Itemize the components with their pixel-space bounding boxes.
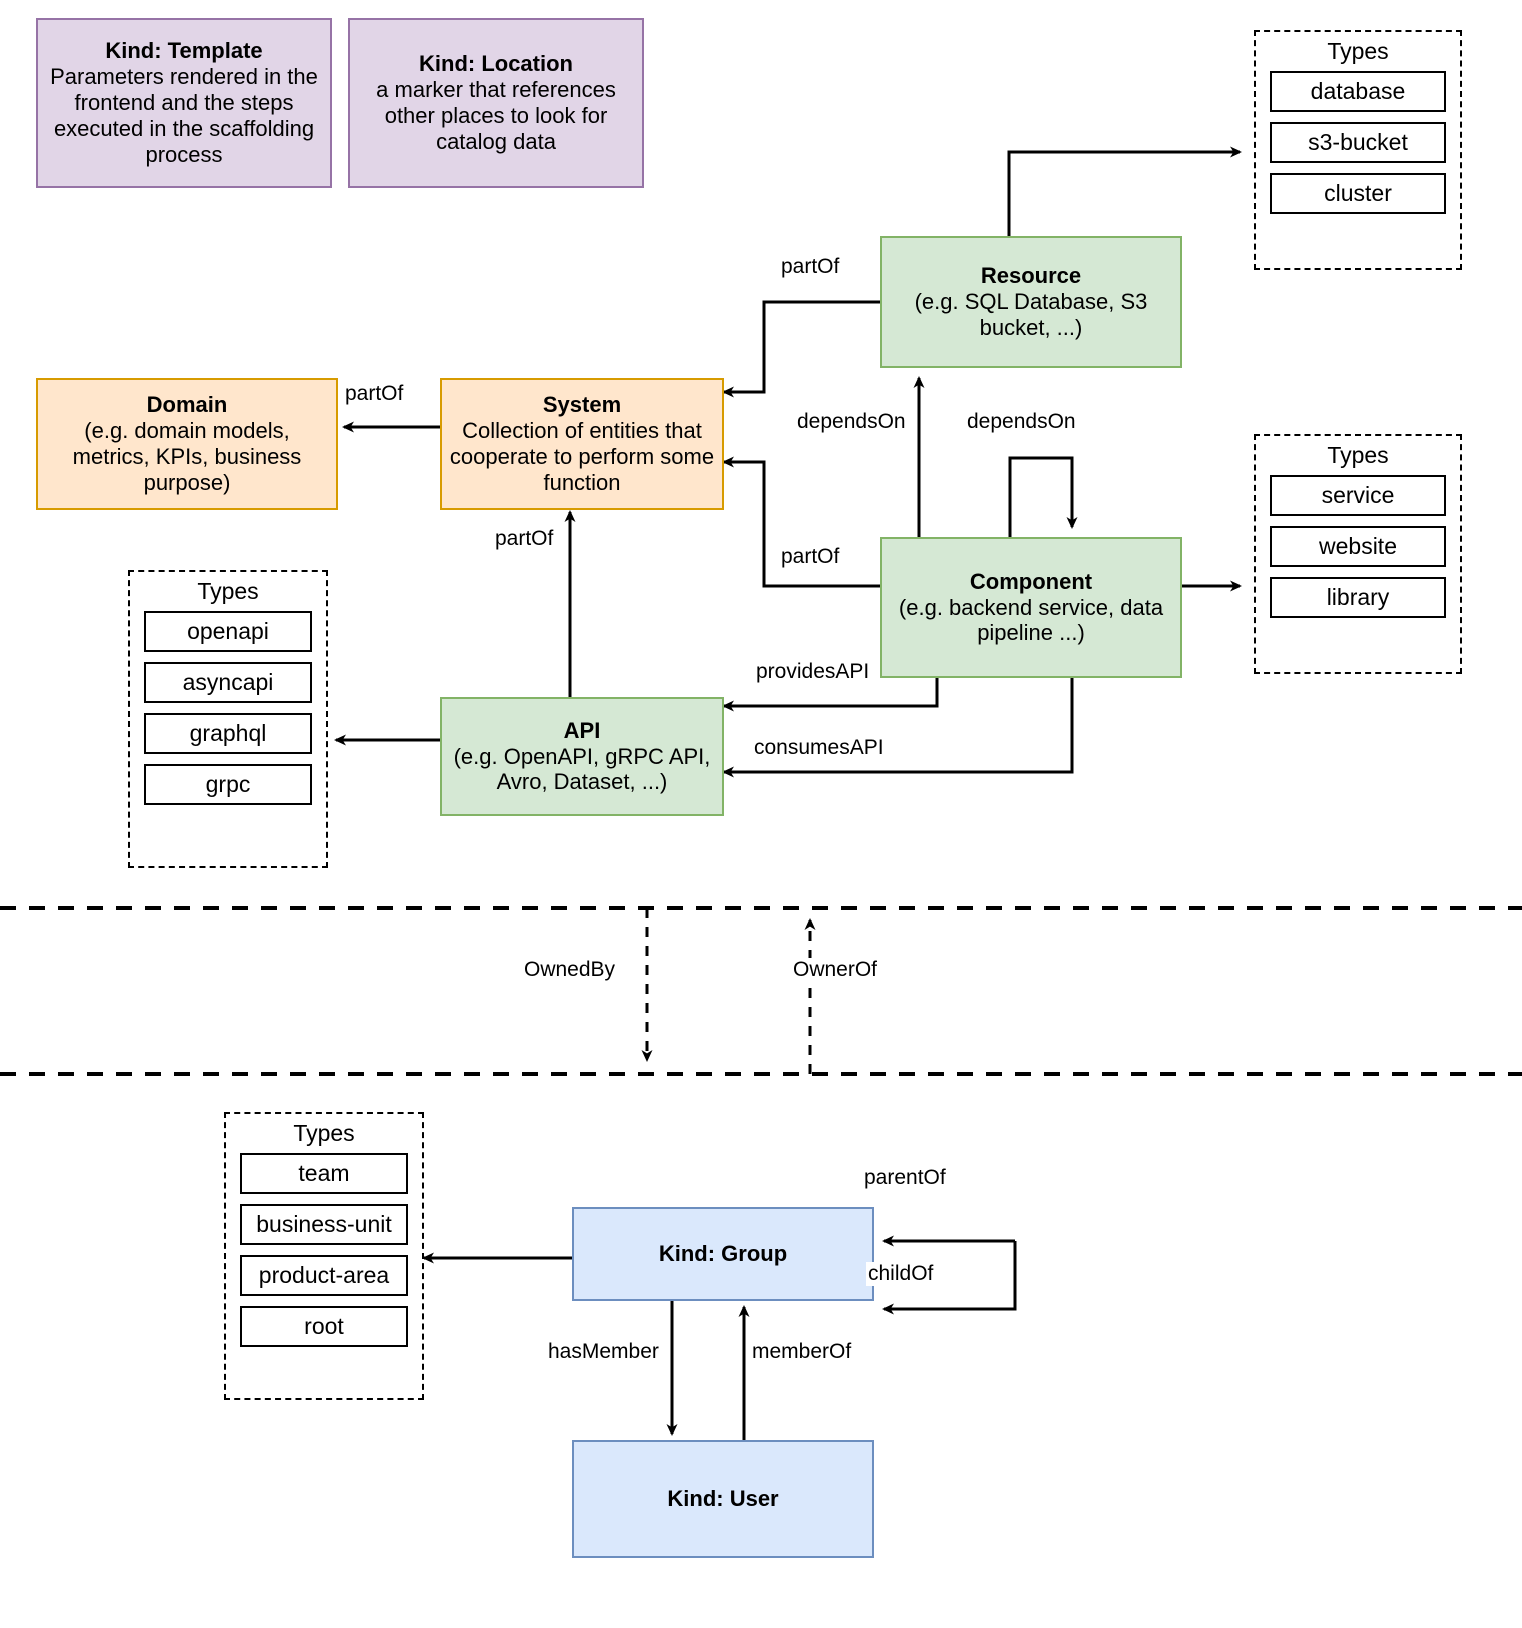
type-chip[interactable]: team	[240, 1153, 408, 1194]
node-title: System	[542, 392, 622, 418]
node-title: Kind: Template	[105, 38, 263, 64]
edge-label-system-partof-domain: partOf	[343, 382, 406, 406]
edge-label-resource-partof-system: partOf	[779, 255, 842, 279]
types-box-component: Types service website library	[1254, 434, 1462, 674]
node-description: Parameters rendered in the frontend and …	[50, 64, 318, 167]
type-chip[interactable]: database	[1270, 71, 1446, 112]
edge-label-group-hasmember: hasMember	[546, 1340, 661, 1364]
node-api[interactable]: API (e.g. OpenAPI, gRPC API, Avro, Datas…	[440, 697, 724, 816]
node-title: Domain	[146, 392, 228, 418]
node-description: Collection of entities that cooperate to…	[449, 418, 715, 495]
type-chip[interactable]: library	[1270, 577, 1446, 618]
edge-label-component-partof-system: partOf	[779, 545, 842, 569]
node-kind-group[interactable]: Kind: Group	[572, 1207, 874, 1301]
node-component[interactable]: Component (e.g. backend service, data pi…	[880, 537, 1182, 678]
edge-label-user-memberof: memberOf	[750, 1340, 854, 1364]
types-box-api: Types openapi asyncapi graphql grpc	[128, 570, 328, 868]
type-chip[interactable]: s3-bucket	[1270, 122, 1446, 163]
type-chip[interactable]: asyncapi	[144, 662, 312, 703]
types-box-items: openapi asyncapi graphql grpc	[130, 611, 326, 813]
node-description: (e.g. domain models, metrics, KPIs, busi…	[72, 418, 302, 495]
edge-label-ownedby: OwnedBy	[522, 958, 618, 982]
type-chip[interactable]: grpc	[144, 764, 312, 805]
node-resource[interactable]: Resource (e.g. SQL Database, S3 bucket, …	[880, 236, 1182, 368]
node-title: Component	[969, 568, 1093, 594]
types-box-items: team business-unit product-area root	[226, 1153, 422, 1355]
edge-label-component-dependson-component: dependsOn	[965, 410, 1078, 434]
node-description: (e.g. SQL Database, S3 bucket, ...)	[914, 289, 1148, 340]
type-chip[interactable]: product-area	[240, 1255, 408, 1296]
edge-label-component-consumesapi: consumesAPI	[752, 736, 886, 760]
node-description: (e.g. backend service, data pipeline ...…	[898, 594, 1164, 646]
node-kind-user[interactable]: Kind: User	[572, 1440, 874, 1558]
node-domain[interactable]: Domain (e.g. domain models, metrics, KPI…	[36, 378, 338, 510]
type-chip[interactable]: website	[1270, 526, 1446, 567]
node-title: Kind: User	[667, 1486, 779, 1512]
type-chip[interactable]: cluster	[1270, 173, 1446, 214]
types-box-title: Types	[1327, 442, 1389, 468]
type-chip[interactable]: root	[240, 1306, 408, 1347]
node-description: (e.g. OpenAPI, gRPC API, Avro, Dataset, …	[453, 743, 711, 795]
edge-label-component-providesapi: providesAPI	[754, 660, 872, 684]
type-chip[interactable]: service	[1270, 475, 1446, 516]
node-kind-location[interactable]: Kind: Location a marker that references …	[348, 18, 644, 188]
types-box-items: service website library	[1256, 475, 1460, 626]
node-kind-template[interactable]: Kind: Template Parameters rendered in th…	[36, 18, 332, 188]
edge-label-group-parentof: parentOf	[862, 1166, 948, 1190]
edge-resource-partof-system	[722, 300, 880, 398]
node-title: Resource	[980, 263, 1082, 289]
edge-label-group-childof: childOf	[866, 1262, 936, 1286]
edge-resource-to-types	[1007, 146, 1242, 236]
edge-label-api-partof-system: partOf	[493, 527, 556, 551]
types-box-title: Types	[1327, 38, 1389, 64]
types-box-title: Types	[293, 1120, 355, 1146]
edge-component-dependson-component	[1008, 456, 1078, 537]
type-chip[interactable]: graphql	[144, 713, 312, 754]
node-description: a marker that references other places to…	[376, 77, 616, 154]
types-box-resource: Types database s3-bucket cluster	[1254, 30, 1462, 270]
node-title: Kind: Location	[419, 51, 573, 77]
types-box-items: database s3-bucket cluster	[1256, 71, 1460, 222]
types-box-title: Types	[197, 578, 259, 604]
types-box-group: Types team business-unit product-area ro…	[224, 1112, 424, 1400]
type-chip[interactable]: openapi	[144, 611, 312, 652]
type-chip[interactable]: business-unit	[240, 1204, 408, 1245]
node-title: API	[563, 717, 601, 743]
node-system[interactable]: System Collection of entities that coope…	[440, 378, 724, 510]
node-title: Kind: Group	[658, 1241, 788, 1267]
edge-label-ownerof: OwnerOf	[791, 958, 880, 982]
edge-label-component-dependson-resource: dependsOn	[795, 410, 908, 434]
